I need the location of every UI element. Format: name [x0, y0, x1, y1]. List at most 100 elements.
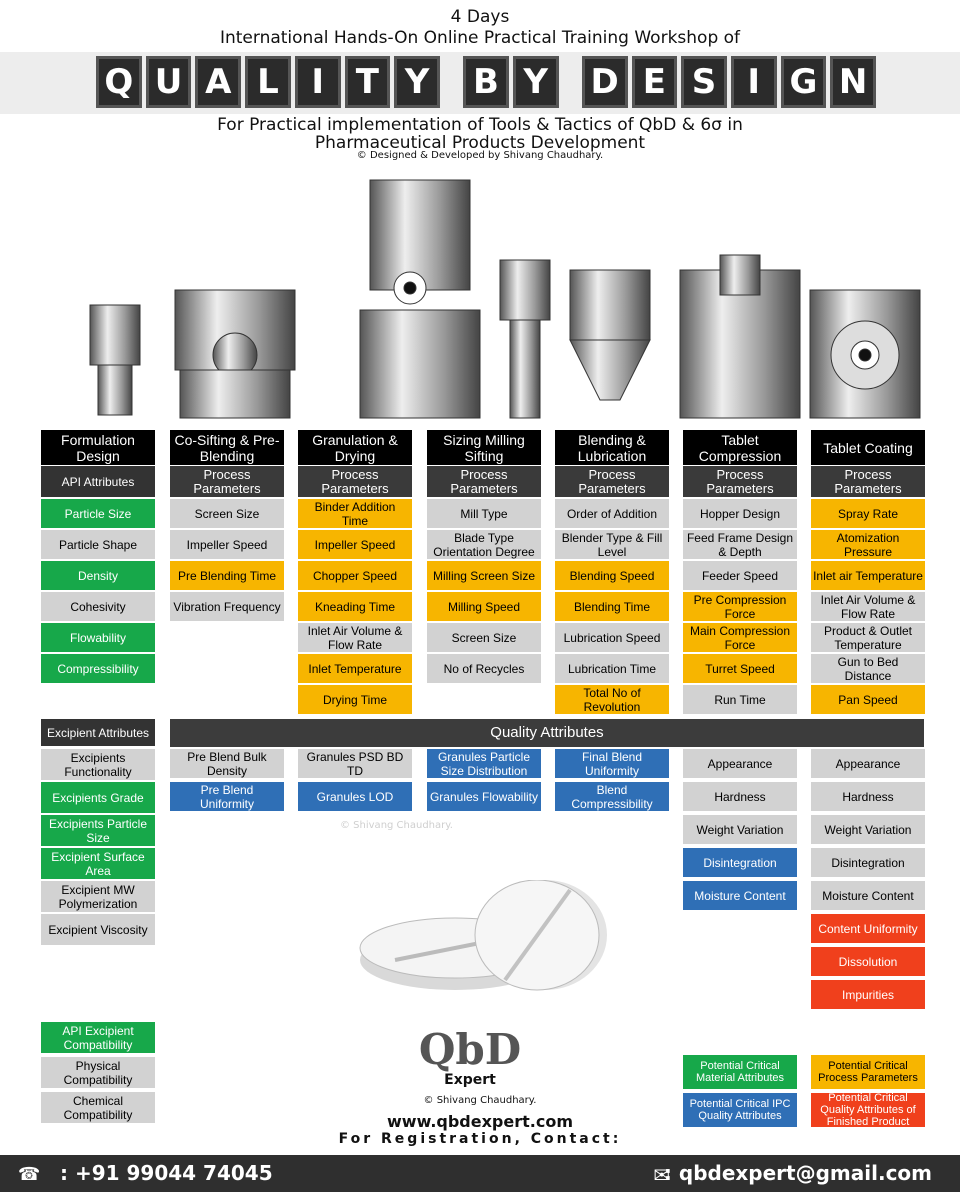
email-address[interactable]: : qbdexpert@gmail.com	[663, 1161, 932, 1185]
parameter-cell: Kneading Time	[298, 592, 412, 622]
column-subheader: Process Parameters	[298, 466, 412, 498]
quality-attribute-cell: Pre Blend Uniformity	[170, 782, 284, 812]
parameter-cell: Main Compression Force	[683, 623, 797, 653]
excipient-cell: Excipient Viscosity	[41, 914, 155, 946]
excipient-cell: Excipients Grade	[41, 782, 155, 814]
equipment-illustration	[89, 179, 921, 419]
legend-item: Potential Critical IPC Quality Attribute…	[683, 1093, 797, 1127]
quality-attribute-cell: Appearance	[683, 749, 797, 779]
parameter-cell: Milling Screen Size	[427, 561, 541, 591]
quality-attribute-cell: Granules Flowability	[427, 782, 541, 812]
excipient-attributes-title: Excipient Attributes	[41, 719, 155, 747]
design-credit: © Designed & Developed by Shivang Chaudh…	[356, 150, 604, 161]
parameter-cell: Binder Addition Time	[298, 499, 412, 529]
parameter-cell: Run Time	[683, 685, 797, 715]
banner-letter: I	[294, 56, 341, 108]
quality-attribute-cell: Weight Variation	[811, 815, 925, 845]
banner-letter: G	[780, 56, 827, 108]
excipient-cell: Excipients Functionality	[41, 749, 155, 781]
parameter-cell: Impeller Speed	[298, 530, 412, 560]
quality-attribute-cell: Disintegration	[683, 848, 797, 878]
banner-letter: A	[195, 56, 242, 108]
tablet-press	[679, 254, 801, 419]
parameter-cell: Order of Addition	[555, 499, 669, 529]
quality-attribute-cell: Content Uniformity	[811, 914, 925, 944]
quality-attribute-cell: Final Blend Uniformity	[555, 749, 669, 779]
parameter-cell: Density	[41, 561, 155, 591]
parameter-cell: Inlet air Temperature	[811, 561, 925, 591]
legend-item: Potential Critical Material Attributes	[683, 1055, 797, 1089]
banner-letter: D	[581, 56, 628, 108]
parameter-cell: Turret Speed	[683, 654, 797, 684]
parameter-cell: Impeller Speed	[170, 530, 284, 560]
parameter-cell: Milling Speed	[427, 592, 541, 622]
mill-machine	[499, 259, 551, 419]
bin-blender	[569, 269, 651, 401]
parameter-cell: Spray Rate	[811, 499, 925, 529]
banner-letter: Y	[394, 56, 440, 108]
column-subheader: Process Parameters	[811, 466, 925, 498]
column-title: Granulation & Drying	[298, 430, 412, 466]
subtitle-line-1: For Practical implementation of Tools & …	[217, 115, 743, 135]
column-subheader: Process Parameters	[555, 466, 669, 498]
quality-attribute-cell: Hardness	[683, 782, 797, 812]
excipient-cell: Excipient MW Polymerization	[41, 881, 155, 913]
column-title: Co-Sifting & Pre-Blending	[170, 430, 284, 466]
watermark: © Shivang Chaudhary.	[340, 820, 453, 831]
tablet-image	[359, 880, 607, 991]
banner-space	[563, 56, 578, 108]
banner-letter: E	[631, 56, 678, 108]
legend-item: Potential Critical Process Parameters	[811, 1055, 925, 1089]
banner-letter: Y	[512, 56, 559, 108]
banner-letter: S	[681, 56, 727, 108]
quality-attribute-cell: Granules PSD BD TD	[298, 749, 412, 779]
compatibility-cell: Chemical Compatibility	[41, 1092, 155, 1124]
compatibility-cell: Physical Compatibility	[41, 1057, 155, 1089]
parameter-cell: Blade Type Orientation Degree	[427, 530, 541, 560]
parameter-cell: Product & Outlet Temperature	[811, 623, 925, 653]
fluid-bed-dryer	[359, 179, 481, 419]
parameter-cell: Lubrication Speed	[555, 623, 669, 653]
parameter-cell: Screen Size	[170, 499, 284, 529]
quality-attribute-cell: Hardness	[811, 782, 925, 812]
compatibility-cell: API Excipient Compatibility	[41, 1022, 155, 1054]
parameter-cell: Blender Type & Fill Level	[555, 530, 669, 560]
column-subheader: API Attributes	[41, 466, 155, 498]
blender-machine	[174, 289, 296, 419]
parameter-cell: Vibration Frequency	[170, 592, 284, 622]
parameter-cell: Blending Time	[555, 592, 669, 622]
parameter-cell: Drying Time	[298, 685, 412, 715]
banner-letter: U	[145, 56, 192, 108]
parameter-cell: Total No of Revolution	[555, 685, 669, 715]
header-line-1: 4 Days	[450, 7, 510, 27]
banner-letter: N	[830, 56, 877, 108]
website-link[interactable]: www.qbdexpert.com	[387, 1112, 573, 1131]
parameter-cell: Inlet Air Volume & Flow Rate	[298, 623, 412, 653]
quality-attribute-cell: Granules Particle Size Distribution	[427, 749, 541, 779]
column-title: Blending & Lubrication	[555, 430, 669, 466]
quality-attribute-cell: Moisture Content	[683, 881, 797, 911]
parameter-cell: Chopper Speed	[298, 561, 412, 591]
parameter-cell: Particle Size	[41, 499, 155, 529]
excipient-cell: Excipients Particle Size	[41, 815, 155, 847]
quality-attributes-bar: Quality Attributes	[170, 719, 924, 747]
parameter-cell: Blending Speed	[555, 561, 669, 591]
parameter-cell: Flowability	[41, 623, 155, 653]
excipient-cell: Excipient Surface Area	[41, 848, 155, 880]
parameter-cell: Feeder Speed	[683, 561, 797, 591]
quality-attribute-cell: Disintegration	[811, 848, 925, 878]
parameter-cell: Pan Speed	[811, 685, 925, 715]
legend-item: Potential Critical Quality Attributes of…	[811, 1092, 925, 1128]
header-line-2: International Hands-On Online Practical …	[219, 28, 741, 48]
contact-footer: ☎ : +91 99044 74045 ✉ : qbdexpert@gmail.…	[0, 1155, 960, 1192]
column-title: Sizing Milling Sifting	[427, 430, 541, 466]
parameter-cell: Pre Blending Time	[170, 561, 284, 591]
phone-number[interactable]: : +91 99044 74045	[60, 1161, 273, 1185]
parameter-cell: Gun to Bed Distance	[811, 654, 925, 684]
column-title: Tablet Compression	[683, 430, 797, 466]
parameter-cell: Hopper Design	[683, 499, 797, 529]
parameter-cell: Cohesivity	[41, 592, 155, 622]
logo-subtext: Expert	[444, 1072, 496, 1088]
quality-attribute-cell: Blend Compressibility	[555, 782, 669, 812]
